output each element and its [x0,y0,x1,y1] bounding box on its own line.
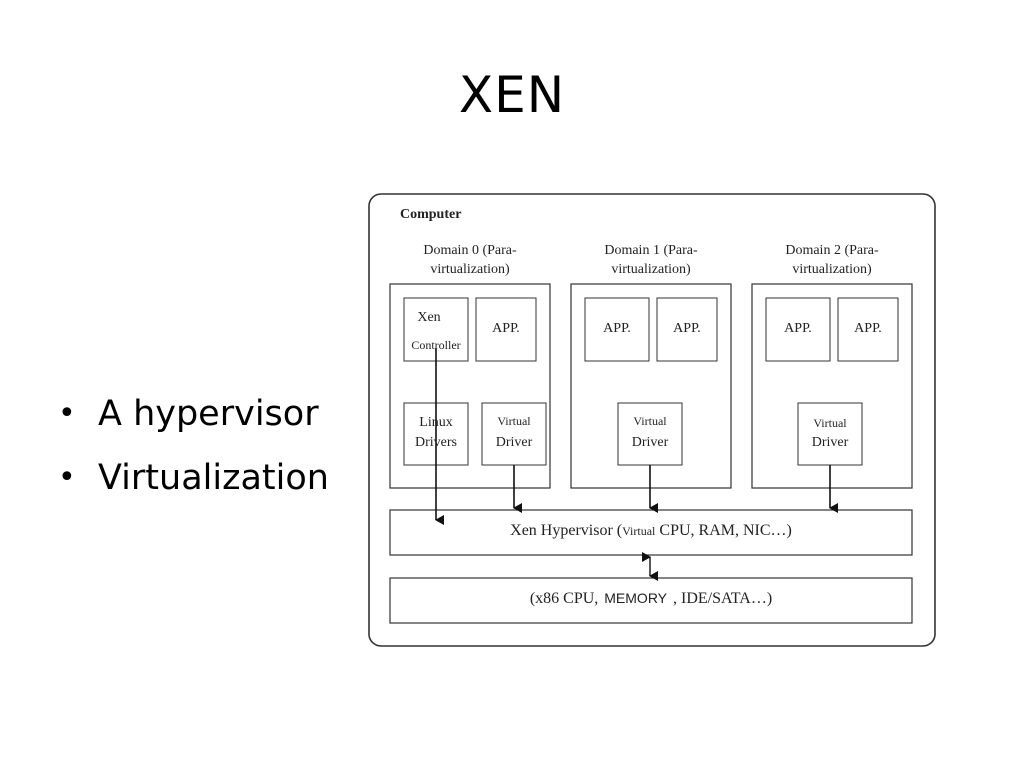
hypervisor-virtual-word: Virtual [622,524,656,538]
hardware-storage: , IDE/SATA…) [673,590,773,607]
slide-title: XEN [458,66,566,124]
bullet-icon: • [58,396,76,431]
domain1-app1-label: APP. [603,321,631,336]
bullet-icon: • [58,460,76,495]
domain2-app2-box [837,297,899,362]
computer-frame [368,193,936,647]
domain0-app-box [475,297,537,362]
domain2-box [751,283,913,489]
hardware-cpu: (x86 CPU, [529,590,599,607]
domain2-app2-label: APP. [854,321,882,336]
domain1-label: Domain 1 (Para-virtualization) [604,243,698,277]
xen-controller-label-line1: Xen [417,310,441,325]
domain2-virtual-driver-label-line2: Driver [811,435,849,450]
bullet-text: Virtualization [98,458,329,498]
diagram-graphics [368,193,936,647]
domain1-app2-label: APP. [673,321,701,336]
domain1-virtual-driver-label-line2: Driver [631,435,669,450]
hardware-memory: MEMORY [604,590,668,606]
bullet-item: • Virtualization [58,446,329,510]
linux-drivers-label-line2: Drivers [415,435,457,450]
hypervisor-resources: CPU, RAM, NIC…) [655,522,792,539]
domain0-label: Domain 0 (Para-virtualization) [423,243,517,277]
xen-controller-label-line2: Controller [411,338,461,352]
domain2-label: Domain 2 (Para-virtualization) [785,243,879,277]
domain1-app1-box [584,297,650,362]
hypervisor-label: Xen Hypervisor (Virtual CPU, RAM, NIC…) [390,522,912,540]
hypervisor-name: Xen Hypervisor ( [510,522,623,539]
domain1-virtual-driver-label-line1: Virtual [633,414,667,428]
domain2-virtual-driver-label-line1: Virtual [813,416,847,430]
domain2-app1-label: APP. [784,321,812,336]
hardware-label: (x86 CPU, MEMORY , IDE/SATA…) [390,590,912,608]
domain2-app1-box [765,297,831,362]
domain1-box [570,283,732,489]
domain0-virtual-driver-label-line1: Virtual [497,414,531,428]
bullet-text: A hypervisor [98,394,319,434]
computer-label: Computer [400,207,462,222]
domain0-app-label: APP. [492,321,520,336]
domain0-virtual-driver-label-line2: Driver [495,435,533,450]
xen-architecture-diagram: Computer Domain 0 (Para-virtualization) … [368,193,936,648]
bullet-item: • A hypervisor [58,382,329,446]
linux-drivers-label-line1: Linux [419,415,453,430]
domain1-app2-box [656,297,718,362]
domain0-box [389,283,551,489]
bullet-list: • A hypervisor • Virtualization [58,382,329,510]
